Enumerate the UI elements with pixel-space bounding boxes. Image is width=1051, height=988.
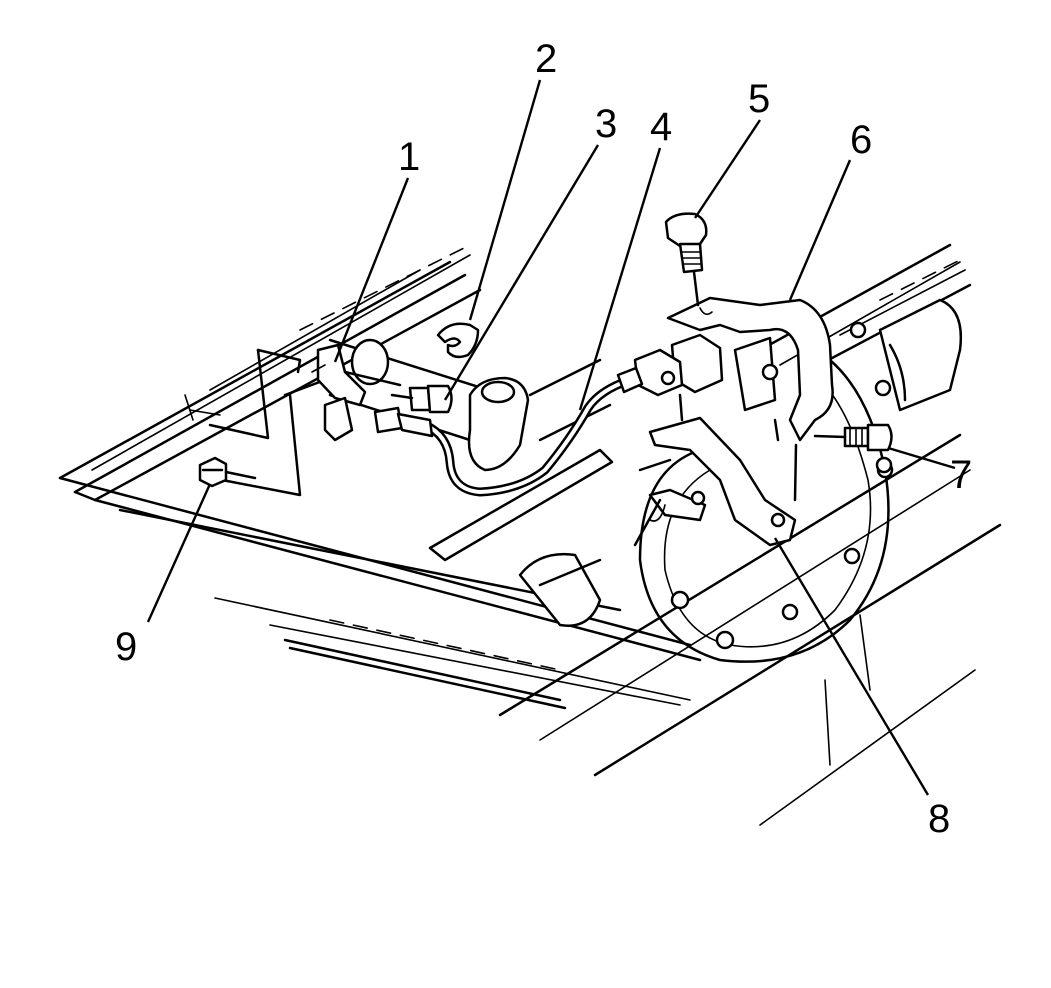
bolt-3: [390, 384, 453, 414]
clip: [436, 322, 480, 359]
leader-3: [443, 144, 600, 401]
bolt-5: [664, 212, 708, 307]
callout-3: 3: [595, 102, 617, 146]
callout-labels: 1 2 3 4 5 6 7 8 9: [115, 37, 972, 841]
lower-bracket: [633, 393, 798, 547]
grommet-9: [198, 456, 257, 488]
leader-2: [468, 79, 542, 321]
brake-hose: [420, 366, 644, 497]
leader-8: [773, 537, 930, 796]
leader-1: [333, 177, 410, 363]
hose-fitting-assembly: [184, 343, 434, 497]
callout-4: 4: [650, 105, 672, 149]
bracket: [633, 296, 834, 442]
callout-1: 1: [398, 135, 420, 179]
leader-7: [887, 446, 956, 470]
leader-6: [788, 159, 852, 301]
vehicle-frame: [58, 243, 1002, 826]
callout-6: 6: [850, 118, 872, 162]
callout-8: 8: [928, 797, 950, 841]
leader-5: [693, 119, 762, 219]
callout-7: 7: [950, 453, 972, 497]
leader-lines: [146, 79, 956, 796]
leader-4: [578, 147, 662, 411]
callout-2: 2: [535, 37, 557, 81]
bolt-7: [813, 423, 893, 474]
leader-9: [146, 483, 212, 623]
callout-9: 9: [115, 625, 137, 669]
callout-5: 5: [748, 77, 770, 121]
